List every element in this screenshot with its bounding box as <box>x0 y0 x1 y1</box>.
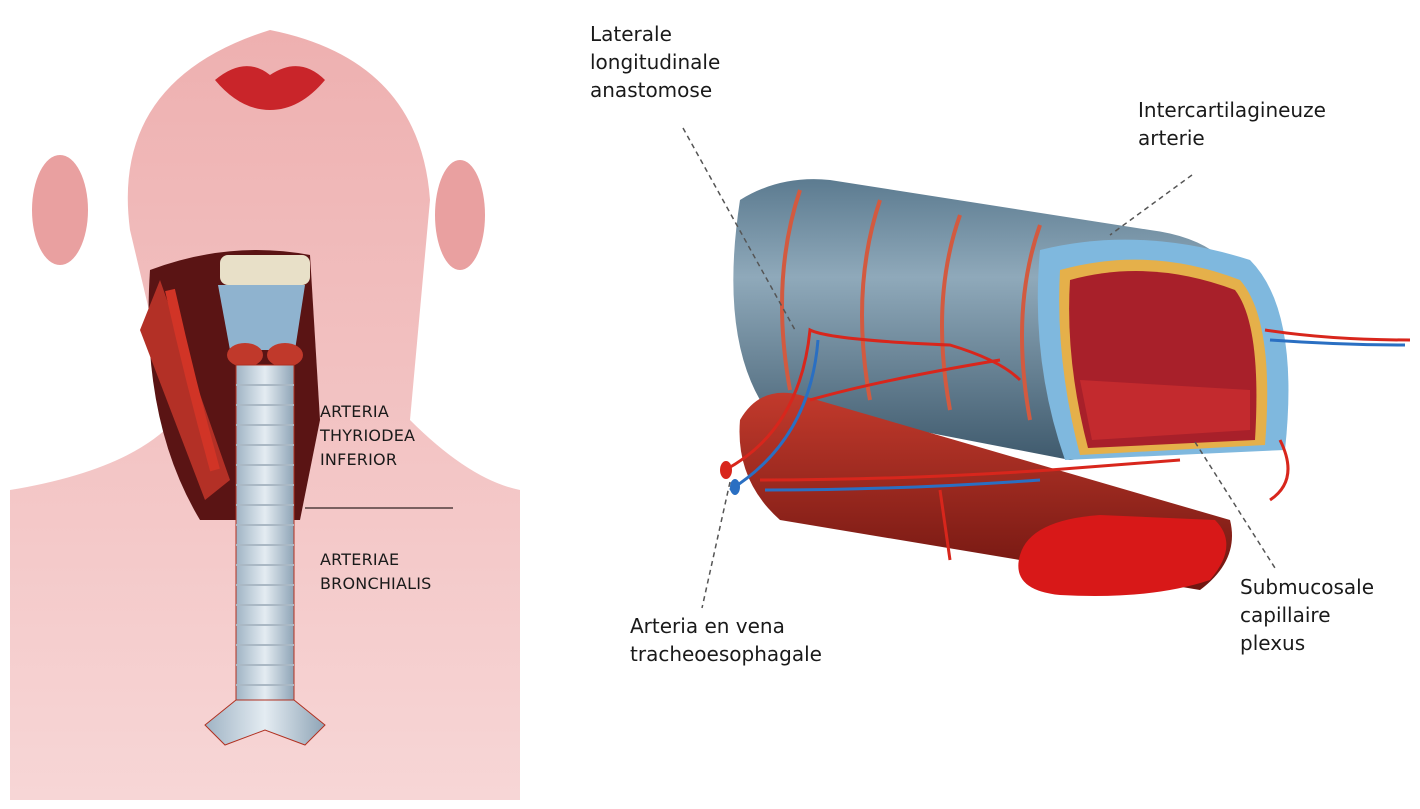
label-line: ARTERIAE <box>320 550 400 569</box>
label-arteria-thyriodea-inferior: ARTERIA THYRIODEA INFERIOR <box>320 400 415 472</box>
label-arteria-en-vena-tracheoesophagale: Arteria en vena tracheoesophagale <box>630 612 822 668</box>
label-line: longitudinale <box>590 50 721 74</box>
label-submucosale-capillaire-plexus: Submucosale capillaire plexus <box>1240 573 1374 657</box>
label-line: plexus <box>1240 631 1306 655</box>
label-laterale-longitudinale-anastomose: Laterale longitudinale anastomose <box>590 20 720 104</box>
label-line: BRONCHIALIS <box>320 574 432 593</box>
label-line: Submucosale <box>1240 575 1374 599</box>
label-line: Intercartilagineuze <box>1138 98 1326 122</box>
leader-lines <box>682 127 1276 609</box>
label-line: INFERIOR <box>320 450 398 469</box>
label-intercartilagineuze-arterie: Intercartilagineuze arterie <box>1138 96 1326 152</box>
label-arteriae-bronchialis: ARTERIAE BRONCHIALIS <box>320 548 432 596</box>
label-line: arterie <box>1138 126 1205 150</box>
trachea-cross-section-illustration <box>720 179 1411 596</box>
label-line: Laterale <box>590 22 672 46</box>
neck-illustration <box>10 30 520 800</box>
label-line: Arteria en vena <box>630 614 785 638</box>
label-line: tracheoesophagale <box>630 642 822 666</box>
label-line: ARTERIA <box>320 402 389 421</box>
label-line: anastomose <box>590 78 713 102</box>
label-line: THYRIODEA <box>320 426 416 445</box>
label-line: capillaire <box>1240 603 1331 627</box>
